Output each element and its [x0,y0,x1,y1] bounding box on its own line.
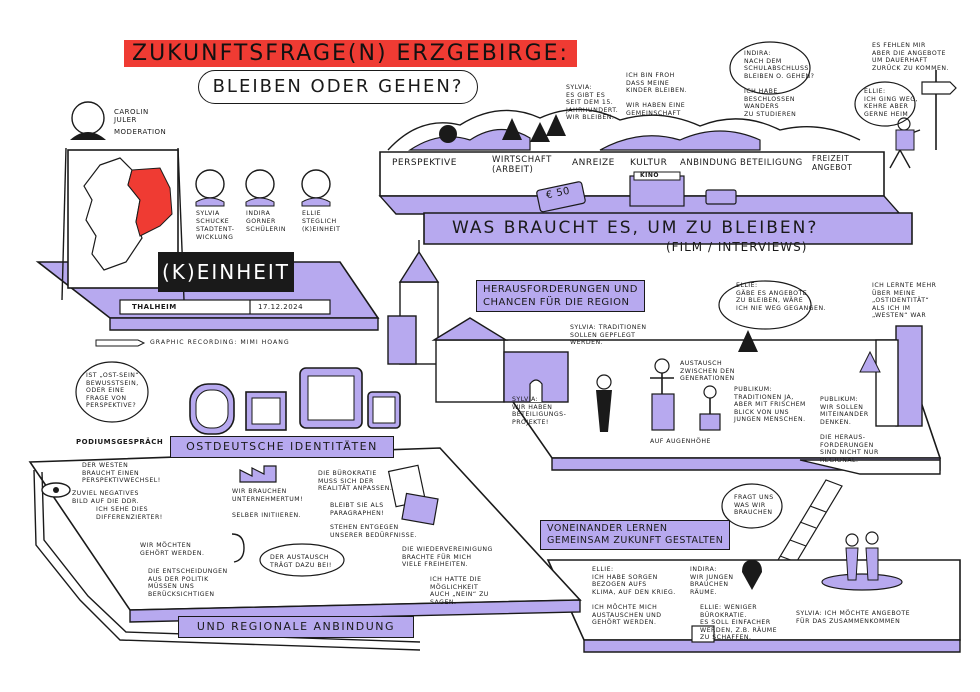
quote-identity: STEHEN ENTGEGEN UNSERER BEDÜRFNISSE. [330,524,417,539]
quote-indira: INDIRA: NACH DEM SCHULABSCHLUSS: BLEIBEN… [744,50,815,118]
identity-question: IST „OST-SEIN“ BEWUSSTSEIN, ODER EINE FR… [86,372,140,410]
quote-ellie-buerokratie: ELLIE: WENIGER BÜROKRATIE. ES SOLL EINFA… [700,604,778,642]
pencil-icon [95,339,146,347]
band-note: (FILM / INTERVIEWS) [666,240,808,254]
quote-sylvia-angebote: SYLVIA: ICH MÖCHTE ANGEBOTE FÜR DAS ZUSA… [796,610,911,625]
quote-ellie-klima: ELLIE: ICH HABE SORGEN BEZOGEN AUFS KLIM… [592,566,676,627]
band-item: FREIZEIT ANGEBOT [812,154,853,172]
quote-sylvia-projekte: SYLVIA: WIR HABEN BETEILIGUNGS- PROJEKTE… [512,396,567,426]
panelist-role: STADTENT- WICKLUNG [196,226,235,241]
quote-identity: DER AUSTAUSCH TRÄGT DAZU BEI! [270,554,332,569]
elder-figure-icon [703,385,717,399]
person-icon [897,117,911,131]
quote-identity: DIE BÜROKRATIE MUSS SICH DER REALITÄT AN… [318,470,393,493]
rail-track [33,469,421,651]
panelist-role: (K)EINHEIT [302,226,341,233]
label-austausch: AUSTAUSCH ZWISCHEN DEN GENERATIONEN [680,360,735,383]
avatar [245,169,275,199]
panelist-name: ELLIE STEGLICH [302,210,337,225]
question-band [423,212,913,245]
avatar [301,169,331,199]
quote-publikum-1: PUBLIKUM: TRADITIONEN JA, ABER MIT FRISC… [734,386,806,424]
quote-identity: ZUVIEL NEGATIVES BILD AUF DIE DDR. [72,490,140,505]
child-figure-icon [654,358,670,374]
house-icon [435,339,505,403]
quote-sylvia: SYLVIA: ES GIBT ES SEIT DEM 15. JAHRHUND… [566,84,619,122]
quote-ellie: ELLIE: ICH GING WEG, KEHRE ABER GERNE HE… [864,88,919,118]
quote-identity: ICH SEHE DIES DIFFERENZIERTER! [96,506,163,521]
quote-identity: SELBER INITIIEREN. [232,512,302,519]
event-date: 17.12.2024 [258,303,304,311]
band-item: KULTUR [630,158,668,168]
identity-bottom-title: UND REGIONALE ANBINDUNG [178,616,414,638]
cinema-text: KINO [640,172,660,179]
quote-fehlen: ES FEHLEN MIR ABER DIE ANGEBOTE UM DAUER… [872,42,949,72]
building-icon [895,325,923,427]
band-item: PERSPEKTIVE [392,158,457,168]
book-icon [691,625,715,643]
moderator-name: CAROLIN JULER [114,108,149,125]
avatar [195,169,225,199]
panelist-name: INDIRA GORNER [246,210,276,225]
speaker-figure-icon [596,374,612,390]
moderator-role: MODERATION [114,128,167,136]
keinheit-sign [158,252,294,292]
hugging-people-icon [845,533,859,547]
quote-identity: DIE ENTSCHEIDUNGEN AUS DER POLITIK MÜSSE… [148,568,228,598]
credit-text: GRAPHIC RECORDING: MIMI HOANG [150,339,290,346]
quote-identity: WIR BRAUCHEN UNTERNEHMERTUM! [232,488,304,503]
learning-title: VONEINANDER LERNEN GEMEINSAM ZUKUNFT GES… [540,520,731,550]
panelist-name: SYLVIA SCHUCKE [196,210,230,225]
cinema-icon [629,175,685,207]
event-place: THALHEIM [132,303,177,311]
quote-froh: ICH BIN FROH DASS MEINE KINDER BLEIBEN. … [626,72,688,117]
bus-icon [705,189,737,205]
quote-ostidentitaet: ICH LERNTE MEHR ÜBER MEINE „OSTIDENTITÄT… [872,282,937,320]
quote-ellie-angebote: ELLIE: GÄBE ES ANGEBOTE ZU BLEIBEN, WÄRE… [736,282,827,312]
identity-title: OSTDEUTSCHE IDENTITÄTEN [170,436,394,458]
keinheit-sign-text: (K)EINHEIT [161,260,290,284]
quote-identity: DER WESTEN BRAUCHT EINEN PERSPEKTIVWECHS… [82,462,161,485]
page-subtitle: BLEIBEN ODER GEHEN? [198,70,478,104]
quote-identity: DIE WIEDERVEREINIGUNG BRACHTE FÜR MICH V… [402,546,493,569]
band-item: ANBINDUNG [680,158,738,168]
page-title: ZUKUNFTSFRAGE(N) ERZGEBIRGE: [124,40,577,67]
quote-identity: ICH HATTE DIE MÖGLICHKEIT AUCH „NEIN“ ZU… [430,576,489,606]
quote-indira-raeume: INDIRA: WIR JUNGEN BRAUCHEN RÄUME. [690,566,734,596]
challenges-title: HERAUSFORDERUNGEN UND CHANCEN FÜR DIE RE… [476,280,645,312]
moderator-avatar [71,101,105,135]
quote-identity: WIR MÖCHTEN GEHÖRT WERDEN. [140,542,205,557]
band-item: ANREIZE [572,158,615,168]
quote-fragt: FRAGT UNS WAS WIR BRAUCHEN [734,494,774,517]
panelist-role: SCHÜLERIN [246,226,287,233]
podium-label: PODIUMSGESPRÄCH [76,438,164,446]
price-tag [536,181,586,213]
quote-identity: BLEIBT SIE ALS PARAGRAPHEN! [330,502,385,517]
east-germany-highlight [127,167,173,237]
quote-sylvia-traditionen: SYLVIA: TRADITIONEN SOLLEN GEPFLEGT WERD… [570,324,647,347]
band-item: BETEILIGUNG [740,158,803,168]
band-item: WIRTSCHAFT (ARBEIT) [492,155,552,175]
factory-icon [239,465,277,483]
band-question: WAS BRAUCHT ES, UM ZU BLEIBEN? [452,218,819,238]
quote-publikum-2: PUBLIKUM: WIR SOLLEN MITEINANDER DENKEN.… [820,396,879,464]
trees-icon [439,114,566,143]
location-pin-icon [742,560,762,590]
label-augenhoehe: AUF AUGENHÖHE [650,438,711,445]
ear-icon [231,533,245,563]
